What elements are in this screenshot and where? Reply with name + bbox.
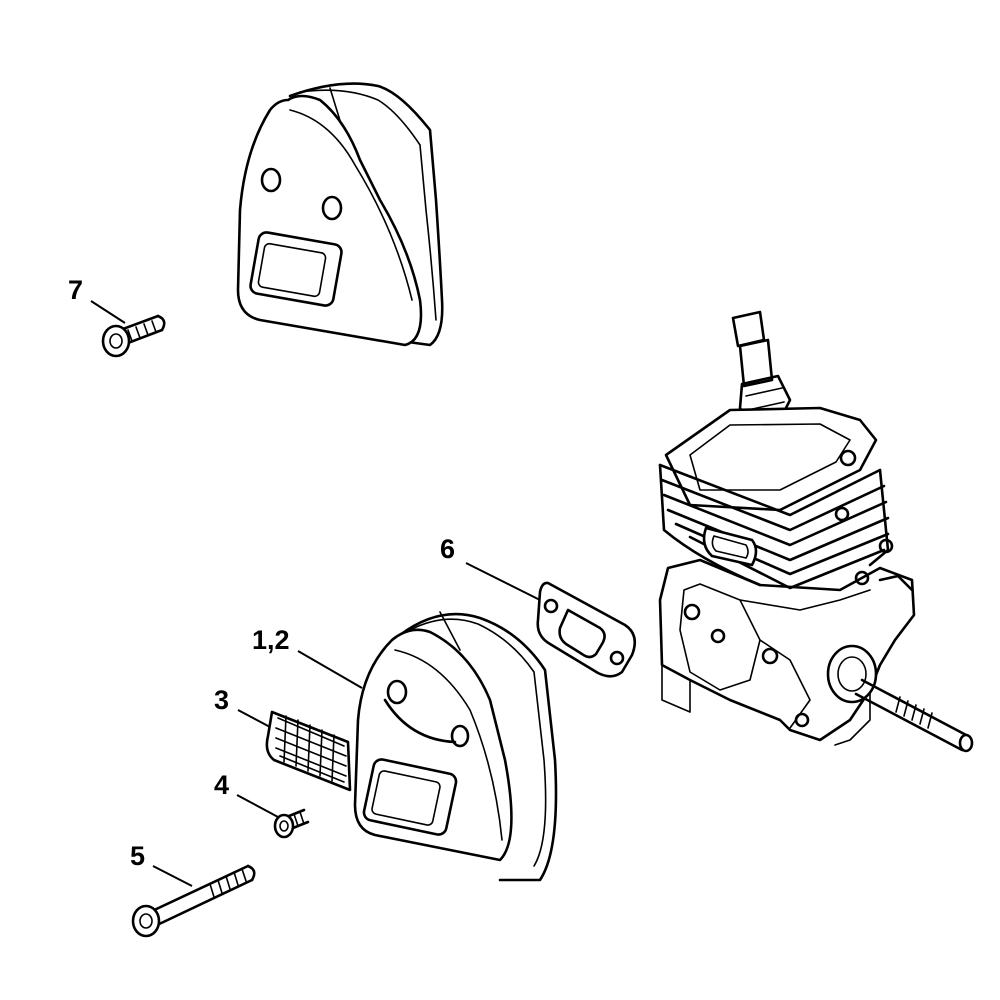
callout-6: 6 <box>440 534 456 564</box>
leader-line-4 <box>236 794 279 818</box>
callout-3: 3 <box>214 685 230 715</box>
callout-5: 5 <box>130 841 146 871</box>
leader-line-1-2 <box>297 650 363 689</box>
screw-5 <box>131 864 256 938</box>
screw-7 <box>101 314 166 358</box>
screw-4 <box>273 808 310 839</box>
leader-line-7 <box>90 300 126 324</box>
callout-1-2: 1,2 <box>252 625 290 655</box>
engine-cylinder <box>658 310 974 753</box>
muffler-1-2 <box>353 611 558 882</box>
muffler-cover-upper <box>236 82 444 347</box>
leader-line-6 <box>465 562 541 601</box>
leader-line-3 <box>237 709 271 728</box>
callout-4: 4 <box>214 770 230 800</box>
leader-line-5 <box>152 865 193 887</box>
gasket-6 <box>536 581 637 678</box>
callout-7: 7 <box>68 275 84 305</box>
spark-screen-3 <box>265 710 352 792</box>
